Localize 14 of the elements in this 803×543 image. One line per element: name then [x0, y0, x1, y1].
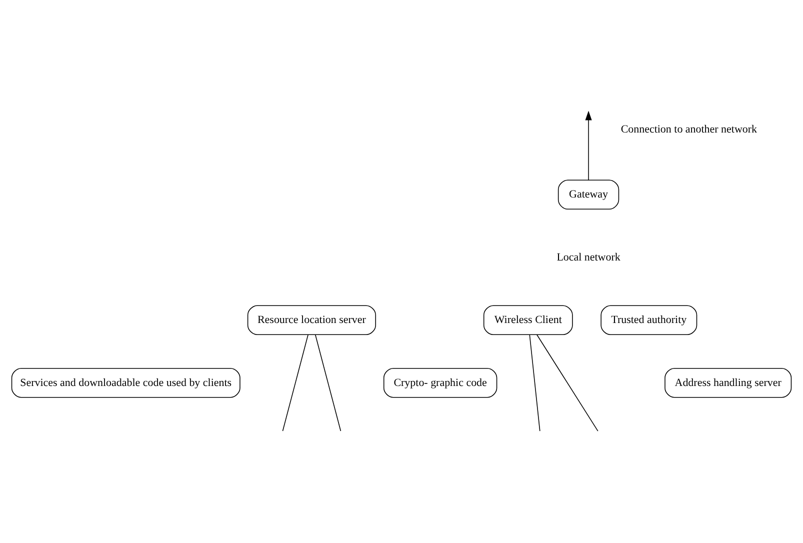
node-box: Trusted authority	[600, 305, 698, 336]
arrow	[585, 110, 592, 180]
connector	[536, 334, 598, 432]
node-box: Resource location server	[247, 305, 376, 336]
node-box: Gateway	[558, 180, 620, 210]
label: Local network	[556, 251, 620, 264]
node-box: Crypto- graphic code	[383, 368, 498, 398]
connector	[282, 334, 308, 432]
node-box: Wireless Client	[483, 305, 573, 336]
node-box: Services and downloadable code used by clients	[11, 368, 240, 398]
node-box: Address handling server	[664, 368, 792, 398]
edge-label: Connection to another network	[620, 124, 758, 136]
connector	[314, 334, 342, 432]
connector	[529, 334, 540, 432]
